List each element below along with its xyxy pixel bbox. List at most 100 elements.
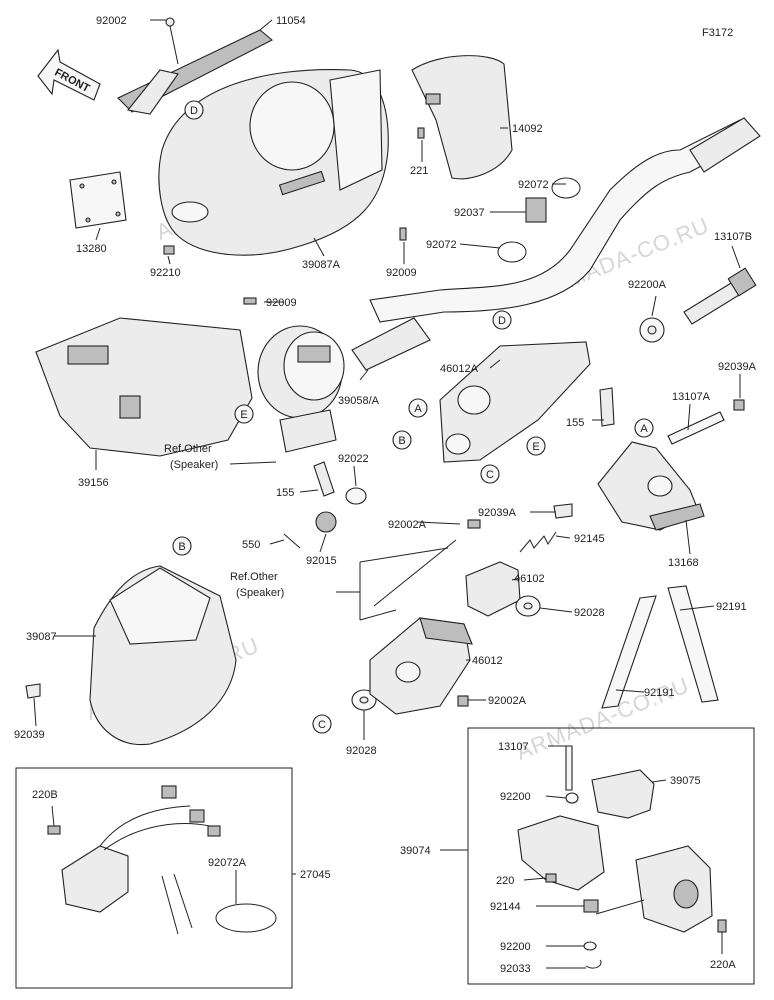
label-92002A-b: 92002A [488, 695, 527, 707]
label-39075: 39075 [670, 775, 701, 787]
grip-92191a-icon [601, 595, 657, 709]
svg-text:D: D [498, 315, 506, 327]
callout-e-1: E [526, 436, 546, 456]
front-arrow-icon: FRONT [37, 48, 101, 101]
lower-cover-icon [35, 317, 253, 457]
upper-cover-icon [158, 69, 389, 256]
label-14092: 14092 [512, 123, 543, 135]
bracket-13168-icon [597, 441, 705, 531]
label-92039A: 92039A [478, 507, 517, 519]
switch-housing-icon [369, 617, 473, 715]
label-13107: 13107 [498, 741, 529, 753]
washer-92028a-icon [515, 595, 541, 617]
label-13107B: 13107B [714, 231, 752, 243]
label-46012: 46012 [472, 655, 503, 667]
label-92200-b: 92200 [500, 941, 531, 953]
label-92037: 92037 [454, 207, 485, 219]
label-92028-b: 92028 [346, 745, 377, 757]
fitting-92037-icon [525, 197, 547, 223]
lever-assembly-frame [467, 727, 755, 985]
label-92144: 92144 [490, 901, 521, 913]
label-92191-a: 92191 [716, 601, 747, 613]
ref-note-1-line1: Ref.Other [164, 443, 212, 455]
bolt-92002A-low-icon [457, 695, 469, 707]
label-92015: 92015 [306, 555, 337, 567]
label-39087A: 39087A [302, 259, 341, 271]
label-92039: 92039 [14, 729, 45, 741]
label-92072A: 92072A [208, 857, 247, 869]
svg-text:E: E [240, 409, 247, 421]
label-92002: 92002 [96, 15, 127, 27]
handlebar-icon [351, 117, 761, 371]
svg-text:B: B [398, 435, 405, 447]
harness-icon [47, 785, 277, 935]
label-550: 550 [242, 539, 260, 551]
washer-92022-icon [345, 487, 367, 505]
callout-d-1: D [184, 100, 204, 120]
plate-13280-icon [69, 171, 127, 229]
label-92028-a: 92028 [574, 607, 605, 619]
callout-c-1: C [480, 464, 500, 484]
label-11054: 11054 [276, 15, 306, 27]
label-221: 221 [410, 165, 428, 177]
pin-13107A-icon [667, 411, 725, 445]
svg-text:C: C [486, 469, 494, 481]
label-155-b: 155 [276, 487, 294, 499]
label-92009-b: 92009 [266, 297, 297, 309]
label-39156: 39156 [78, 477, 109, 489]
label-92200A: 92200A [628, 279, 667, 291]
clip-92210-icon [163, 245, 175, 255]
label-92022: 92022 [338, 453, 369, 465]
bolt-13107B-icon [683, 267, 757, 325]
svg-text:C: C [318, 719, 326, 731]
rod-ref-speaker-icon [373, 539, 457, 607]
label-92002A-a: 92002A [388, 519, 427, 531]
svg-text:A: A [414, 403, 422, 415]
label-220B: 220B [32, 789, 58, 801]
meter-visor-icon [411, 55, 513, 180]
label-92033: 92033 [500, 963, 531, 975]
label-92210: 92210 [150, 267, 181, 279]
callout-a-1: A [408, 398, 428, 418]
svg-text:E: E [532, 441, 539, 453]
label-46012A: 46012A [440, 363, 479, 375]
mirror-bracket-icon [117, 17, 273, 115]
svg-text:D: D [190, 105, 198, 117]
label-13107A: 13107A [672, 391, 711, 403]
ref-note-2-line1: Ref.Other [230, 571, 278, 583]
callout-c-2: C [312, 714, 332, 734]
bolt-155a-icon [599, 387, 615, 427]
label-92191-b: 92191 [644, 687, 675, 699]
band-92072-top-icon [551, 177, 581, 199]
harness-frame [15, 767, 293, 989]
bolt-92009b-icon [243, 297, 257, 305]
washer-92200A-icon [639, 317, 665, 343]
ref-note-1: Ref.Other (Speaker) [164, 443, 277, 471]
part-labels: 92002 11054 14092 221 92072 92037 92072 … [14, 15, 757, 975]
callout-b-2: B [172, 536, 192, 556]
bolt-92002A-top-icon [467, 519, 481, 529]
lever-46102-icon [465, 561, 521, 617]
screw-92039-icon [25, 683, 41, 699]
label-39058A: 39058/A [338, 395, 380, 407]
ref-note-2-line2: (Speaker) [236, 587, 284, 599]
label-92072-low: 92072 [426, 239, 457, 251]
pin-550-icon [283, 533, 301, 549]
screw-92039A-top-icon [733, 399, 745, 411]
label-46102: 46102 [514, 573, 545, 585]
label-220: 220 [496, 875, 514, 887]
label-220A: 220A [710, 959, 736, 971]
lever-assembly-icon [517, 745, 727, 969]
label-92072-top: 92072 [518, 179, 549, 191]
screw-92039A-icon [553, 503, 573, 519]
callout-b-1: B [392, 430, 412, 450]
bolt-155b-icon [313, 461, 335, 497]
nut-92015-icon [315, 511, 337, 533]
label-13280: 13280 [76, 243, 107, 255]
svg-text:B: B [178, 541, 185, 553]
figure-code: F3172 [702, 27, 733, 39]
callout-e-2: E [234, 404, 254, 424]
bolt-221-icon [417, 127, 425, 139]
display-meter-icon [257, 325, 345, 453]
